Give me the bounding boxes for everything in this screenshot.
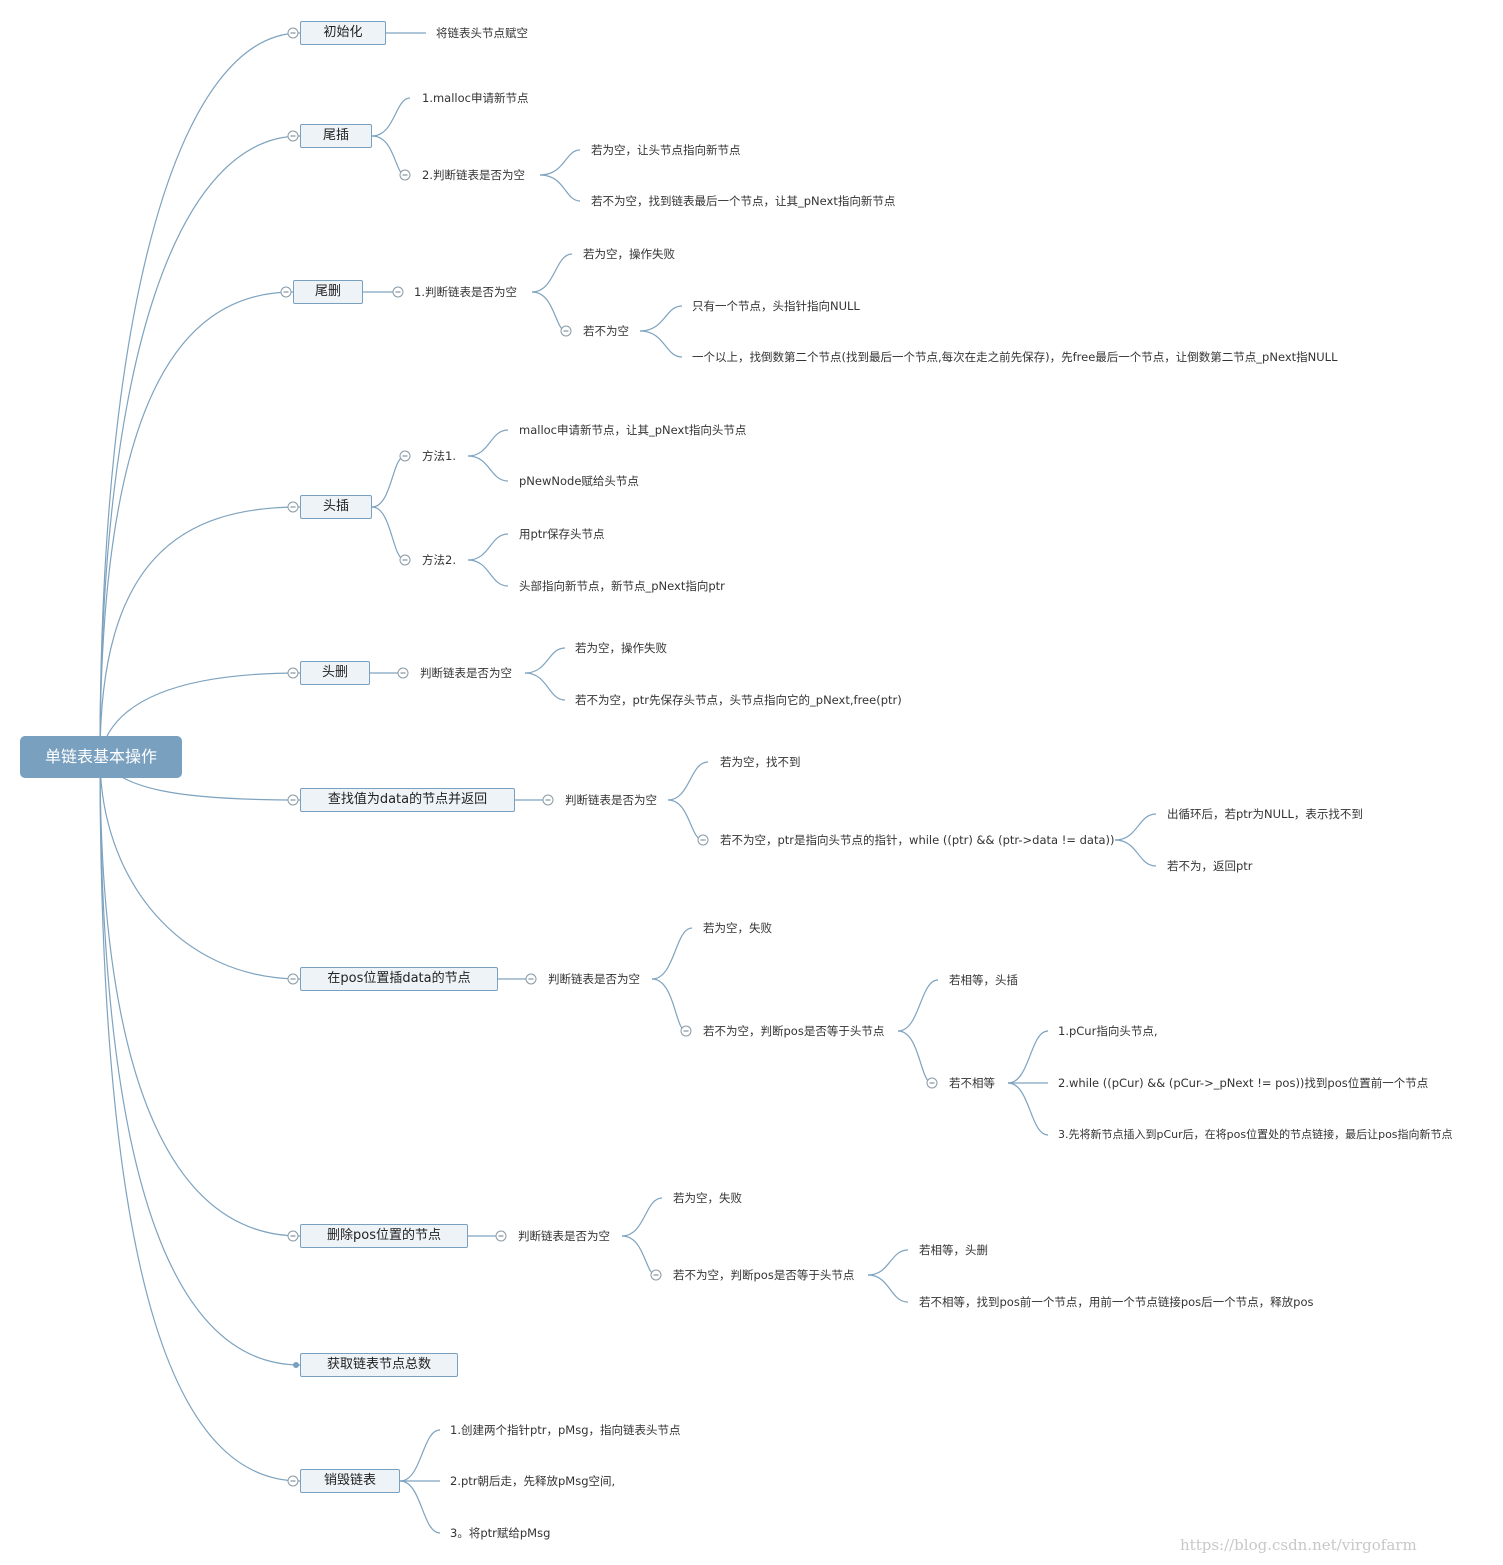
- subtopic[interactable]: 若相等，头删: [919, 1243, 988, 1257]
- subtopic[interactable]: 若不相等，找到pos前一个节点，用前一个节点链接pos后一个节点，释放pos: [919, 1295, 1314, 1309]
- topic-find[interactable]: 查找值为data的节点并返回: [300, 788, 515, 812]
- subtopic[interactable]: 方法2.: [422, 553, 456, 567]
- subtopic[interactable]: 若为空，操作失败: [583, 247, 675, 261]
- leaf-dot-icon: [293, 1362, 299, 1368]
- topic-tail-delete[interactable]: 尾删: [293, 280, 363, 304]
- collapse-icon[interactable]: [287, 27, 299, 39]
- subtopic[interactable]: malloc申请新节点，让其_pNext指向头节点: [519, 423, 747, 437]
- topic-pos-insert[interactable]: 在pos位置插data的节点: [300, 967, 498, 991]
- topic-count[interactable]: 获取链表节点总数: [300, 1353, 458, 1377]
- collapse-icon[interactable]: [392, 286, 404, 298]
- subtopic[interactable]: 1.malloc申请新节点: [422, 91, 529, 105]
- subtopic[interactable]: 若不为空，判断pos是否等于头节点: [673, 1268, 855, 1282]
- watermark: https://blog.csdn.net/virgofarm: [1180, 1536, 1417, 1554]
- subtopic[interactable]: 若不为空，ptr先保存头节点，头节点指向它的_pNext,free(ptr): [575, 693, 902, 707]
- collapse-icon[interactable]: [287, 1475, 299, 1487]
- subtopic[interactable]: 3.先将新节点插入到pCur后，在将pos位置处的节点链接，最后让pos指向新节…: [1058, 1128, 1453, 1141]
- topic-head-delete[interactable]: 头删: [300, 661, 370, 685]
- subtopic[interactable]: 用ptr保存头节点: [519, 527, 605, 541]
- subtopic[interactable]: 一个以上，找倒数第二个节点(找到最后一个节点,每次在走之前先保存)，先free最…: [692, 350, 1338, 364]
- subtopic[interactable]: 若为空，让头节点指向新节点: [591, 143, 741, 157]
- subtopic[interactable]: 若相等，头插: [949, 973, 1018, 987]
- subtopic[interactable]: 判断链表是否为空: [548, 972, 640, 986]
- subtopic[interactable]: 只有一个节点，头指针指向NULL: [692, 299, 860, 313]
- collapse-icon[interactable]: [287, 501, 299, 513]
- subtopic[interactable]: 方法1.: [422, 449, 456, 463]
- subtopic[interactable]: 2.ptr朝后走，先释放pMsg空间,: [450, 1474, 616, 1488]
- collapse-icon[interactable]: [650, 1269, 662, 1281]
- collapse-icon[interactable]: [926, 1077, 938, 1089]
- collapse-icon[interactable]: [287, 973, 299, 985]
- subtopic[interactable]: 2.while ((pCur) && (pCur->_pNext != pos)…: [1058, 1076, 1429, 1090]
- collapse-icon[interactable]: [287, 130, 299, 142]
- collapse-icon[interactable]: [287, 794, 299, 806]
- topic-tail-insert[interactable]: 尾插: [300, 124, 372, 148]
- subtopic[interactable]: 判断链表是否为空: [420, 666, 512, 680]
- subtopic[interactable]: 出循环后，若ptr为NULL，表示找不到: [1167, 807, 1363, 821]
- topic-destroy[interactable]: 销毁链表: [300, 1469, 400, 1493]
- collapse-icon[interactable]: [697, 834, 709, 846]
- subtopic[interactable]: 若不相等: [949, 1076, 995, 1090]
- collapse-icon[interactable]: [495, 1230, 507, 1242]
- subtopic[interactable]: 将链表头节点赋空: [436, 26, 528, 40]
- collapse-icon[interactable]: [399, 554, 411, 566]
- topic-head-insert[interactable]: 头插: [300, 495, 372, 519]
- subtopic[interactable]: 若为空，操作失败: [575, 641, 667, 655]
- subtopic[interactable]: 1.创建两个指针ptr，pMsg，指向链表头节点: [450, 1423, 681, 1437]
- topic-pos-delete[interactable]: 删除pos位置的节点: [300, 1224, 468, 1248]
- subtopic[interactable]: 2.判断链表是否为空: [422, 168, 525, 182]
- collapse-icon[interactable]: [287, 667, 299, 679]
- subtopic[interactable]: 头部指向新节点，新节点_pNext指向ptr: [519, 579, 725, 593]
- collapse-icon[interactable]: [280, 286, 292, 298]
- collapse-icon[interactable]: [399, 169, 411, 181]
- subtopic[interactable]: 3。将ptr赋给pMsg: [450, 1526, 551, 1540]
- subtopic[interactable]: 1.pCur指向头节点,: [1058, 1024, 1158, 1038]
- subtopic[interactable]: 若不为空，判断pos是否等于头节点: [703, 1024, 885, 1038]
- collapse-icon[interactable]: [560, 325, 572, 337]
- subtopic[interactable]: 若为空，找不到: [720, 755, 801, 769]
- collapse-icon[interactable]: [399, 450, 411, 462]
- collapse-icon[interactable]: [542, 794, 554, 806]
- collapse-icon[interactable]: [525, 973, 537, 985]
- subtopic[interactable]: 若不为，返回ptr: [1167, 859, 1253, 873]
- subtopic[interactable]: 若为空，失败: [703, 921, 772, 935]
- subtopic[interactable]: 若不为空，ptr是指向头节点的指针，while ((ptr) && (ptr->…: [720, 833, 1115, 847]
- collapse-icon[interactable]: [680, 1025, 692, 1037]
- subtopic[interactable]: 判断链表是否为空: [518, 1229, 610, 1243]
- root-topic[interactable]: 单链表基本操作: [20, 736, 182, 778]
- collapse-icon[interactable]: [287, 1230, 299, 1242]
- subtopic[interactable]: pNewNode赋给头节点: [519, 474, 639, 488]
- subtopic[interactable]: 若为空，失败: [673, 1191, 742, 1205]
- subtopic[interactable]: 若不为空，找到链表最后一个节点，让其_pNext指向新节点: [591, 194, 896, 208]
- subtopic[interactable]: 判断链表是否为空: [565, 793, 657, 807]
- subtopic[interactable]: 1.判断链表是否为空: [414, 285, 517, 299]
- subtopic[interactable]: 若不为空: [583, 324, 629, 338]
- collapse-icon[interactable]: [397, 667, 409, 679]
- topic-init[interactable]: 初始化: [300, 21, 386, 45]
